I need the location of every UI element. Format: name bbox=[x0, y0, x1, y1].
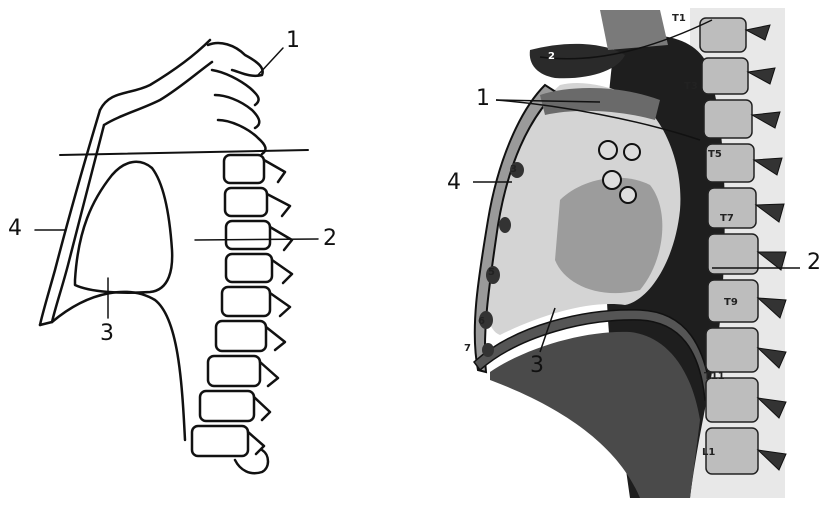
vertebra-label-t5: T5 bbox=[708, 150, 722, 160]
left-leader-2 bbox=[195, 239, 318, 240]
vertebra-label-t11: T11 bbox=[704, 372, 725, 382]
right-label-2: 2 bbox=[807, 252, 821, 274]
vertebra-label-t1: T1 bbox=[672, 14, 686, 24]
rib-label-7: 7 bbox=[464, 344, 471, 354]
vertebra-label-t3: T3 bbox=[684, 82, 698, 92]
rib-label-3: 3 bbox=[510, 165, 517, 175]
rib-label-6: 6 bbox=[478, 317, 485, 327]
right-label-4: 4 bbox=[447, 172, 461, 194]
right-label-3: 3 bbox=[530, 355, 544, 377]
left-leader-1 bbox=[258, 48, 283, 75]
left-label-2: 2 bbox=[323, 228, 337, 250]
right-label-1: 1 bbox=[476, 88, 490, 110]
rib-label-2: 2 bbox=[548, 52, 555, 62]
vertebra-label-t7: T7 bbox=[720, 214, 734, 224]
left-label-4: 4 bbox=[8, 218, 22, 240]
rib-label-5: 5 bbox=[488, 268, 495, 278]
left-spine bbox=[192, 43, 292, 473]
vertebra-label-t9: T9 bbox=[724, 298, 738, 308]
left-label-1: 1 bbox=[286, 30, 300, 52]
right-illustration bbox=[473, 8, 800, 498]
left-label-3: 3 bbox=[100, 323, 114, 345]
left-line-drawing bbox=[35, 40, 318, 473]
vertebra-label-l1: L1 bbox=[702, 448, 715, 458]
